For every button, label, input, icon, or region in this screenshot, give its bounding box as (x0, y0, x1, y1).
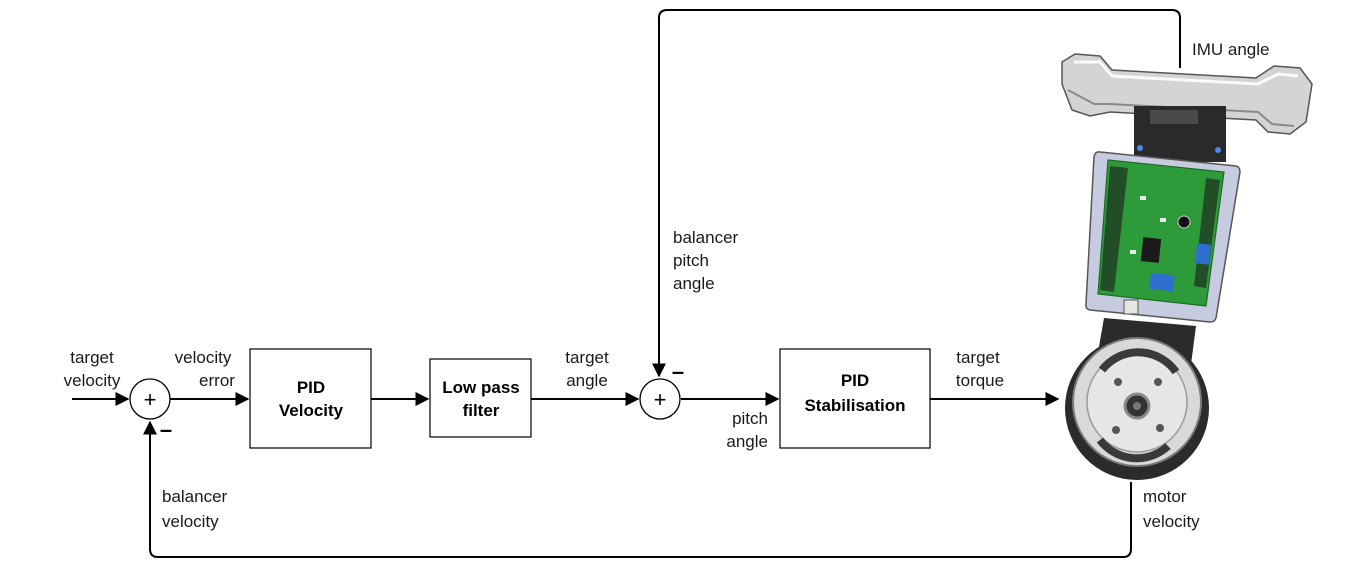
robot-wheel (1065, 336, 1209, 480)
block-low-pass-line1: Low pass (442, 378, 519, 397)
label-motor-velocity: motor velocity (1143, 487, 1200, 531)
plus-sign: + (654, 387, 667, 412)
label-line: pitch (673, 251, 709, 270)
block-pid-stab-line2: Stabilisation (804, 396, 905, 415)
block-pid-stab-line1: PID (841, 371, 869, 390)
label-pitch-angle: pitch angle (726, 409, 768, 451)
block-pid-velocity: PID Velocity (249, 348, 372, 449)
block-pid-stabilisation: PID Stabilisation (779, 348, 931, 449)
label-target-torque: target torque (956, 348, 1004, 390)
wire-imu-feedback (652, 9, 1181, 378)
balancing-robot-image (1061, 53, 1313, 480)
label-line: motor (1143, 487, 1187, 506)
label-target-velocity: target velocity (64, 348, 121, 390)
label-balancer-velocity: balancer velocity (162, 487, 228, 531)
label-line: error (199, 371, 235, 390)
label-line: balancer (673, 228, 739, 247)
block-low-pass-filter: Low pass filter (429, 358, 532, 438)
label-balancer-pitch-angle: balancer pitch angle (673, 228, 739, 293)
label-line: velocity (64, 371, 121, 390)
signal-wires (72, 9, 1181, 558)
label-line: target (565, 348, 609, 367)
label-target-angle: target angle (565, 348, 609, 390)
robot-top-handle (1061, 53, 1313, 135)
label-line: velocity (175, 348, 232, 367)
label-line: torque (956, 371, 1004, 390)
summing-junction-angle: + (639, 378, 681, 420)
summing-junction-velocity: + (129, 378, 171, 420)
plus-sign: + (144, 387, 157, 412)
label-velocity-error: velocity error (175, 348, 236, 390)
minus-sign-velocity: – (160, 417, 172, 442)
label-line: angle (726, 432, 768, 451)
block-low-pass-line2: filter (463, 401, 500, 420)
label-line: balancer (162, 487, 228, 506)
label-line: velocity (1143, 512, 1200, 531)
block-pid-velocity-line2: Velocity (279, 401, 344, 420)
label-line: angle (673, 274, 715, 293)
block-pid-velocity-line1: PID (297, 378, 325, 397)
label-line: angle (566, 371, 608, 390)
label-line: velocity (162, 512, 219, 531)
label-line: target (956, 348, 1000, 367)
minus-sign-angle: – (672, 359, 684, 384)
robot-pcb (1097, 159, 1225, 307)
label-imu-angle: IMU angle (1192, 40, 1269, 59)
wire-velocity-feedback (143, 420, 1132, 558)
label-line: pitch (732, 409, 768, 428)
label-line: target (70, 348, 114, 367)
